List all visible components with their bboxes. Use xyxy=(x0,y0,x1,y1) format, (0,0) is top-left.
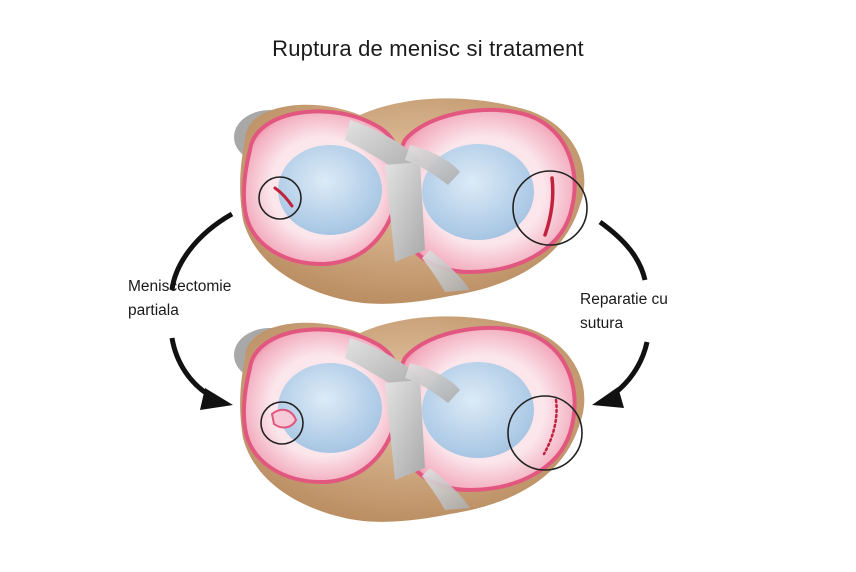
suture-repair-line1: Reparatie cu xyxy=(580,291,668,308)
suture-circle xyxy=(507,395,583,471)
suture-repair-line2: sutura xyxy=(580,315,624,332)
suture-repair-label: Reparatie cu sutura xyxy=(580,288,668,336)
partial-meniscectomy-line2: partiala xyxy=(128,302,179,319)
meniscectomy-circle xyxy=(260,401,304,445)
diagram-title: Ruptura de menisc si tratament xyxy=(272,36,584,61)
medial-tear-circle xyxy=(258,176,302,220)
right-curved-arrow xyxy=(592,219,650,408)
suture-line-mark xyxy=(542,398,558,456)
left-curved-arrow xyxy=(169,211,234,410)
partial-meniscectomy-label: Meniscectomie partiala xyxy=(128,275,231,323)
lateral-tear-circle xyxy=(512,170,588,246)
trimmed-meniscus-mark xyxy=(270,408,298,429)
lateral-tear-mark xyxy=(543,176,555,237)
treated-meniscus-bottom xyxy=(232,314,587,524)
partial-meniscectomy-line1: Meniscectomie xyxy=(128,278,232,295)
torn-meniscus-top xyxy=(232,96,588,306)
medial-tear-mark xyxy=(273,186,294,208)
